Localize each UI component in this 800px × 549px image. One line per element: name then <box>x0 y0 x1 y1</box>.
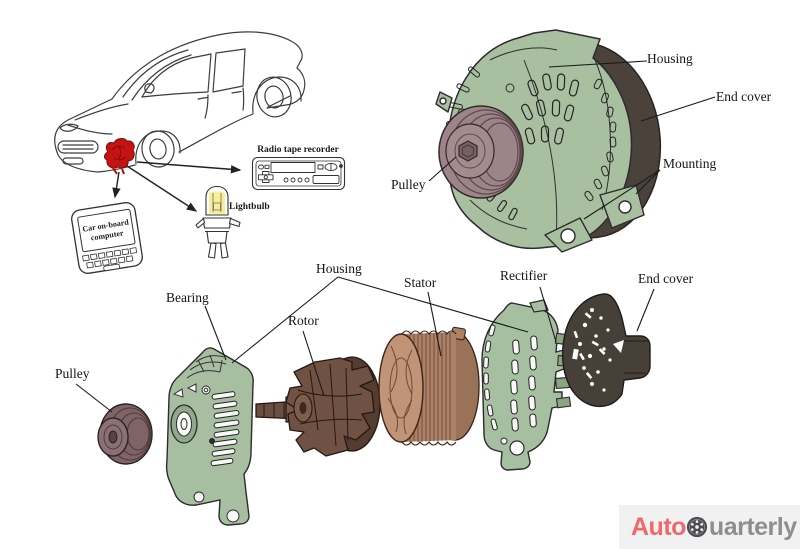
radio-illustration <box>251 156 346 191</box>
label-lightbulb: Lightbulb <box>229 202 270 212</box>
callout-arrows <box>112 161 242 212</box>
label-exploded-rectifier: Rectifier <box>500 268 548 283</box>
lightbulb-illustration <box>195 185 241 259</box>
assembled-alternator-illustration <box>435 29 662 253</box>
autoquarterly-logo: Auto uarterly <box>619 505 800 549</box>
exploded-end-cover <box>561 293 651 408</box>
exploded-rotor <box>255 356 385 457</box>
onboard-computer-illustration: Car on-board computer <box>71 202 143 274</box>
car-sketch <box>54 31 306 173</box>
label-exploded-bearing: Bearing <box>166 290 209 305</box>
label-assembled-mounting: Mounting <box>663 156 717 171</box>
assembled-pulley <box>438 105 524 199</box>
label-assembled-end-cover: End cover <box>716 89 772 104</box>
exploded-rear-bracket <box>481 299 574 471</box>
label-assembled-housing: Housing <box>647 51 693 66</box>
alternator-location-marker <box>104 138 135 175</box>
logo-text-quarterly: uarterly <box>708 512 797 541</box>
logo-text-auto: Auto <box>631 512 686 541</box>
assembled-mounting-lugs <box>435 91 645 253</box>
exploded-stator <box>378 326 480 446</box>
exploded-front-bracket <box>165 347 254 526</box>
wheel-icon <box>687 516 708 538</box>
label-exploded-housing: Housing <box>316 261 362 276</box>
label-assembled-pulley: Pulley <box>391 177 426 192</box>
exploded-pulley <box>97 403 153 465</box>
label-exploded-rotor: Rotor <box>288 313 319 328</box>
label-radio-tape-recorder: Radio tape recorder <box>257 145 339 155</box>
label-exploded-end-cover: End cover <box>638 271 694 286</box>
label-exploded-stator: Stator <box>404 275 437 290</box>
leader-lines <box>75 60 716 413</box>
label-exploded-pulley: Pulley <box>55 366 90 381</box>
